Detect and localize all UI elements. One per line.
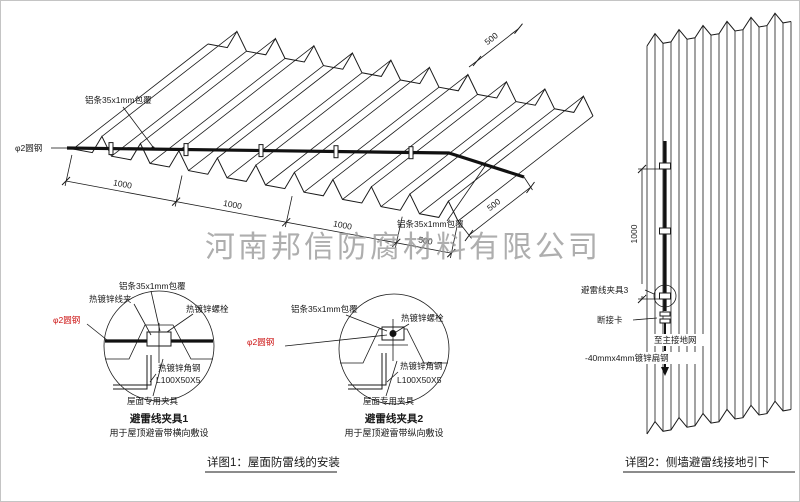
leader-al-strip-right — [446, 165, 486, 222]
detail1-callout-circle — [103, 290, 215, 402]
detail-circle-1: 铝条35x1mm包覆 热镀锌线夹 热镀锌螺栓 φ2圆钢 热镀锌角钢 L100X5… — [53, 281, 229, 438]
lightning-wire — [66, 146, 525, 179]
wall-elevation-view: 1000 避雷线夹具3 断接卡 至主接地网 -40mmx4mm镀锌扁钢 — [579, 12, 792, 435]
detail1-leader-angle — [149, 373, 157, 383]
detail2-bolt-label: 热镀锌螺栓 — [401, 313, 444, 323]
detail1-round-steel-label: φ2圆钢 — [53, 315, 80, 325]
roof-right-edge — [457, 115, 594, 222]
roof-round-steel-label: φ2圆钢 — [15, 143, 42, 153]
dimension-line-right — [468, 186, 531, 236]
wall-dim-ticks — [637, 164, 647, 304]
detail2-roof-clamp-label: 屋面专用夹具 — [363, 396, 415, 406]
roof-isometric-view — [66, 30, 594, 222]
dim-label-500-b: 500 — [485, 196, 503, 213]
dimension-topright-ticks — [472, 23, 523, 67]
detail2-leader-roofclamp — [385, 360, 398, 397]
wall-dim-extensions — [638, 168, 659, 300]
detail2-round-steel-label: φ2圆钢 — [247, 337, 274, 347]
dimension-right-ticks — [464, 181, 535, 242]
watermark-text: 河南邦信防腐材料有限公司 — [205, 231, 601, 264]
detail1-leader-clamp — [133, 303, 152, 336]
detail2-bolt — [378, 319, 408, 361]
wire-clamp — [333, 145, 339, 159]
label-bg — [652, 334, 708, 346]
wall-dim-label-1000: 1000 — [629, 224, 639, 243]
detail2-subtitle: 用于屋顶避雷带纵向敷设 — [344, 427, 443, 438]
dimension-extension-lines — [64, 154, 458, 259]
detail1-angle-steel-label: 热镀锌角钢 — [158, 363, 201, 373]
wire-clamp — [408, 146, 414, 160]
wire-clamp — [108, 142, 114, 156]
wall-corrugation-lines — [646, 13, 792, 434]
detail1-al-strip-label: 铝条35x1mm包覆 — [119, 281, 186, 291]
detail2-title: 避雷线夹具2 — [364, 412, 423, 425]
dimension-line-bottom — [65, 180, 452, 254]
detail2-wire-section — [389, 330, 397, 337]
detail1-bolt-label: 热镀锌螺栓 — [186, 304, 229, 314]
wire-clamp — [258, 144, 264, 158]
wire-clamp — [183, 143, 189, 157]
label-bg — [583, 352, 699, 364]
wall-to-ground-label: 至主接地网 — [654, 335, 697, 345]
wall-wire-clamp — [659, 162, 671, 170]
detail1-roof-clamp-label: 屋面专用夹具 — [127, 396, 179, 406]
wall-clamp-callout-circle — [653, 284, 677, 308]
detail1-leader-al — [150, 290, 161, 332]
detail2-leader-steel — [284, 334, 388, 347]
captions: 详图1：屋面防雷线的安装 详图2：侧墙避雷线接地引下 — [205, 455, 795, 473]
detail1-leader-steel — [86, 323, 108, 341]
detail2-leader-al — [345, 314, 388, 332]
detail-circle-2: 铝条35x1mm包覆 热镀锌螺栓 φ2圆钢 热镀锌角钢 L100X50X5 屋面… — [247, 293, 450, 438]
dim-label-1000-c: 1000 — [332, 218, 353, 231]
dimension-ticks — [61, 176, 456, 258]
caption-detail2: 详图2：侧墙避雷线接地引下 — [625, 455, 769, 469]
detail1-leader-roofclamp — [152, 358, 164, 397]
wall-leader-disconnect — [632, 317, 658, 321]
leader-dot — [151, 146, 155, 150]
disconnect-card-plate — [659, 311, 671, 317]
disconnect-card-plate — [659, 318, 671, 324]
wall-wire-clamp — [659, 292, 671, 300]
detail2-angle-size-label: L100X50X5 — [397, 375, 442, 385]
leader-dot — [483, 163, 487, 167]
roof-valley-lines — [111, 50, 555, 215]
roof-rib-ridge-lines — [101, 31, 584, 202]
detail1-title: 避雷线夹具1 — [129, 412, 188, 425]
detail1-angle-steel — [113, 355, 152, 390]
roof-wire-clamps — [108, 142, 414, 160]
detail1-angle-size-label: L100X50X5 — [156, 375, 201, 385]
detail2-leader-angle — [386, 371, 399, 383]
detail1-wire-clamp-label: 热镀锌线夹 — [89, 294, 132, 304]
ground-arrowhead — [661, 367, 669, 376]
wall-wire-clamp — [659, 227, 671, 235]
wall-clamp3-label: 避雷线夹具3 — [581, 285, 629, 295]
roof-labels: 铝条35x1mm包覆 φ2圆钢 铝条35x1mm包覆 — [15, 95, 487, 229]
detail2-callout-circle — [338, 293, 450, 405]
wall-flat-steel-label: -40mmx4mm镀锌扁钢 — [585, 353, 669, 363]
roof-al-strip-label-top: 铝条35x1mm包覆 — [85, 95, 152, 105]
detail1-leader-bolt — [166, 313, 194, 333]
detail1-subtitle: 用于屋顶避雷带横向敷设 — [109, 427, 208, 438]
dim-label-1000-b: 1000 — [222, 198, 243, 211]
wall-disconnect-label: 断接卡 — [597, 315, 623, 325]
detail2-al-strip-label: 铝条35x1mm包覆 — [291, 304, 358, 314]
dim-label-1000-a: 1000 — [112, 177, 133, 190]
dim-label-500-a: 500 — [418, 234, 434, 246]
label-bg — [579, 284, 645, 296]
roof-dimensions: 1000 1000 1000 500 500 500 — [61, 23, 535, 259]
dim-label-500-c: 500 — [482, 30, 500, 47]
detail2-angle-steel — [348, 353, 387, 390]
label-bg — [595, 314, 635, 326]
caption-detail1: 详图1：屋面防雷线的安装 — [207, 455, 340, 469]
leader-al-strip-top — [122, 106, 154, 148]
roof-left-edge — [72, 43, 209, 150]
wall-leader-clamp3 — [644, 289, 655, 295]
roof-al-strip-label-right: 铝条35x1mm包覆 — [397, 219, 464, 229]
detail2-angle-steel-label: 热镀锌角钢 — [400, 361, 443, 371]
detail2-leader-bolt — [395, 323, 410, 333]
